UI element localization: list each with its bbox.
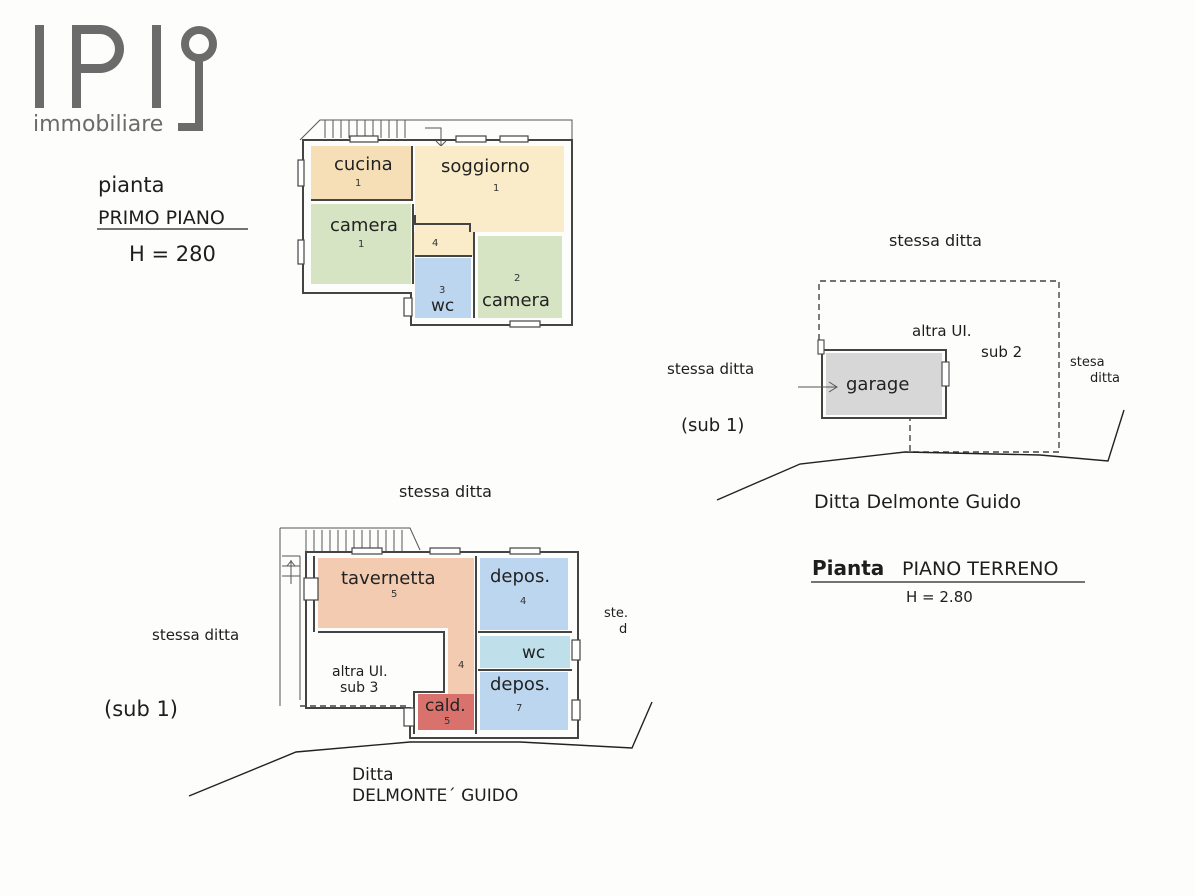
ground-floor-title-bold: Pianta (812, 556, 884, 580)
lower-outer-wall (305, 551, 579, 739)
lower-sub-label: (sub 1) (104, 697, 178, 721)
lower-floor-plan: stessa ditta stessa ditta (sub 1) ste. d (104, 482, 653, 806)
first-floor-height: H = 280 (129, 242, 216, 266)
garage-entry-arrow (798, 381, 838, 393)
garage-walls (821, 343, 947, 419)
label-soggiorno: soggiorno (441, 156, 530, 177)
room-tavernetta (318, 558, 474, 628)
num-depos-4: 4 (520, 596, 526, 607)
garage-top-neighbor: stessa ditta (889, 231, 982, 250)
num-camera-2: 2 (514, 273, 520, 284)
lower-stair-outline (279, 527, 421, 706)
num-soggiorno: 1 (493, 183, 499, 194)
first-floor-inner-walls (311, 146, 475, 318)
room-wc-lower (480, 636, 570, 668)
label-depos-7: depos. (490, 674, 550, 695)
ground-floor-title-rest: PIANO TERRENO (902, 558, 1058, 580)
lower-top-neighbor: stessa ditta (399, 482, 492, 501)
other-unit-sub2-outline (818, 280, 1060, 453)
ground-floor-plan: stessa ditta altra UI. sub 2 stesa ditta… (667, 231, 1125, 606)
room-garage (826, 353, 942, 415)
label-cucina: cucina (334, 154, 393, 175)
garage-door-jamb (817, 339, 825, 355)
room-camera-2 (478, 236, 562, 318)
num-caldaia: 5 (444, 716, 450, 727)
ground-line-lower (188, 701, 653, 797)
label-tavernetta: tavernetta (341, 568, 436, 589)
num-camera-1: 1 (358, 239, 364, 250)
first-floor-label-line2: PRIMO PIANO (98, 207, 225, 229)
label-wc: wc (431, 296, 454, 316)
logo-bar-i1 (35, 25, 44, 108)
room-depos-7 (480, 672, 568, 730)
first-floor-label-line1: pianta (98, 173, 164, 197)
other-unit-sub2-line1: altra UI. (912, 322, 972, 340)
garage-right-neighbor-line1: stesa (1070, 355, 1105, 370)
room-depos-4 (480, 558, 568, 630)
num-wc: 3 (439, 285, 445, 296)
label-camera-1: camera (330, 215, 398, 236)
logo-subtitle: immobiliare (33, 112, 163, 137)
label-caldaia: cald. (425, 696, 466, 716)
label-wc-lower: wc (522, 643, 545, 663)
garage-left-neighbor: stessa ditta (667, 360, 754, 378)
room-camera-1 (311, 204, 411, 284)
num-cucina: 1 (355, 178, 361, 189)
lower-left-neighbor: stessa ditta (152, 626, 239, 644)
first-floor-outer-wall (302, 139, 573, 326)
lower-entry-arrow (286, 556, 301, 700)
first-floor-windows (297, 135, 541, 328)
label-depos-4: depos. (490, 566, 550, 587)
lower-owner-line2: DELMONTE´ GUIDO (352, 786, 518, 806)
garage-sub-label: (sub 1) (681, 415, 744, 436)
first-floor-plan: cucina 1 soggiorno 1 camera 1 4 3 wc 2 c… (297, 119, 573, 328)
room-corridor-4-lower (448, 628, 474, 696)
other-unit-sub3-line1: altra UI. (332, 664, 388, 680)
lower-owner-line1: Ditta (352, 765, 394, 785)
first-floor-stairs (324, 120, 406, 138)
room-cucina (311, 146, 412, 200)
label-camera-2: camera (482, 290, 550, 311)
ground-floor-height: H = 2.80 (906, 588, 973, 606)
first-floor-stair-outline (299, 119, 573, 141)
num-corridor: 4 (432, 238, 438, 249)
garage-window (941, 361, 950, 387)
company-logo: immobiliare (33, 25, 217, 137)
room-caldaia (418, 694, 474, 730)
logo-letter-p (72, 25, 124, 108)
lower-right-neighbor-line2: d (619, 622, 627, 637)
num-tavernetta: 5 (391, 589, 397, 600)
num-corridor-lower: 4 (458, 660, 464, 671)
lower-right-neighbor-line1: ste. (604, 606, 628, 621)
room-soggiorno (415, 146, 564, 232)
logo-bar-i2 (152, 25, 161, 108)
garage-right-neighbor-line2: ditta (1090, 371, 1120, 386)
lower-windows (303, 547, 581, 727)
ground-line-upper (716, 409, 1125, 501)
label-garage: garage (846, 374, 909, 395)
key-icon (178, 26, 217, 131)
entry-arrow (425, 127, 447, 147)
room-wc (415, 258, 471, 318)
garage-owner: Ditta Delmonte Guido (814, 491, 1021, 513)
lower-inner-walls (313, 556, 572, 734)
num-depos-7: 7 (516, 703, 522, 714)
other-unit-sub3-line2: sub 3 (340, 680, 378, 696)
room-corridor-4 (414, 232, 474, 256)
other-unit-sub2-line2: sub 2 (981, 343, 1022, 361)
